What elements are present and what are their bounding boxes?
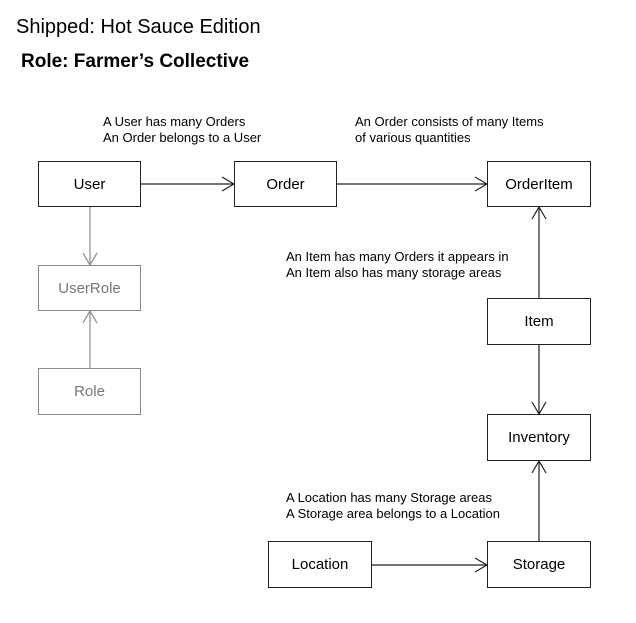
note-line: An Item has many Orders it appears in (286, 249, 509, 264)
note-line: An Order belongs to a User (103, 130, 262, 145)
note-line: An Order consists of many Items (355, 114, 544, 129)
crowfoot-orderitem-bottom (531, 205, 547, 220)
page-title: Shipped: Hot Sauce Edition (16, 16, 261, 38)
crowfoot-inventory-bottom (531, 459, 547, 474)
entity-userrole[interactable]: UserRole (38, 265, 141, 311)
note-item: An Item has many Orders it appears in An… (286, 249, 509, 281)
crowfoot-userrole-bottom (82, 309, 98, 324)
note-user-order: A User has many Orders An Order belongs … (103, 114, 261, 146)
entity-user[interactable]: User (38, 161, 141, 207)
note-line: A Location has many Storage areas (286, 490, 492, 505)
entity-role[interactable]: Role (38, 368, 141, 415)
note-order-items: An Order consists of many Items of vario… (355, 114, 544, 146)
entity-order[interactable]: Order (234, 161, 337, 207)
note-line: A Storage area belongs to a Location (286, 506, 500, 521)
entity-orderitem[interactable]: OrderItem (487, 161, 591, 207)
role-title: Role: Farmer’s Collective (21, 51, 250, 72)
entity-inventory[interactable]: Inventory (487, 414, 591, 461)
entity-storage[interactable]: Storage (487, 541, 591, 588)
note-location: A Location has many Storage areas A Stor… (286, 490, 500, 522)
note-line: of various quantities (355, 130, 471, 145)
note-line: A User has many Orders (103, 114, 246, 129)
entity-location[interactable]: Location (268, 541, 372, 588)
entity-item[interactable]: Item (487, 298, 591, 345)
note-line: An Item also has many storage areas (286, 265, 502, 280)
